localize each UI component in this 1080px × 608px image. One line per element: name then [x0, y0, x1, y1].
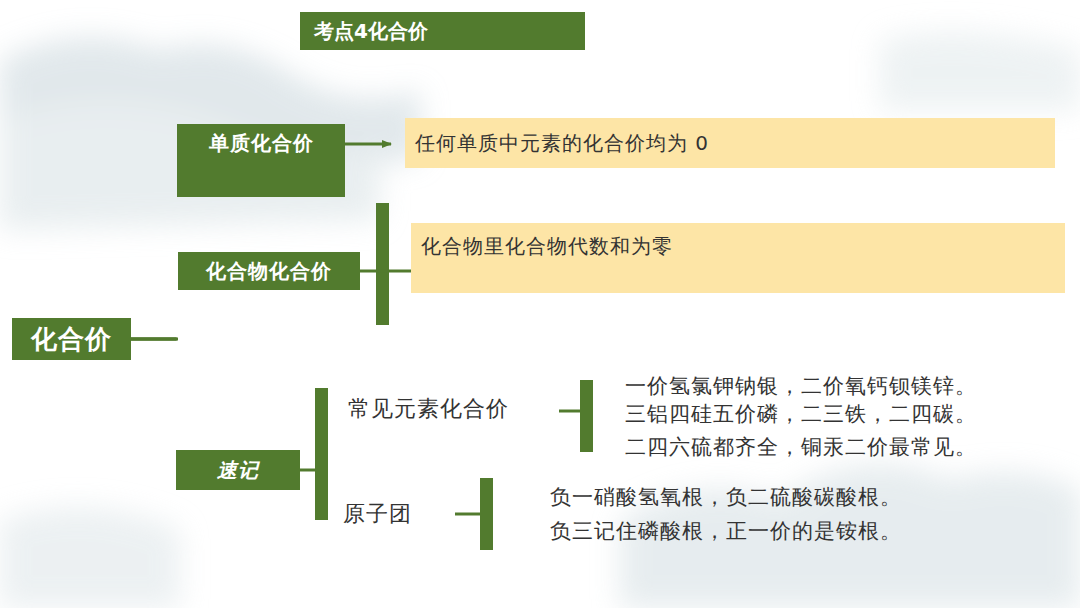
connector	[131, 338, 177, 341]
content-box: 任何单质中元素的化合价均为 0	[405, 118, 1055, 168]
section-label: 原子团	[343, 499, 412, 529]
branch-box: 速记	[176, 450, 300, 490]
rhyme-line: 负一硝酸氢氧根，负二硫酸碳酸根。	[550, 483, 902, 511]
branch-box: 单质化合价	[177, 124, 345, 197]
bracket-bar	[480, 478, 493, 550]
connector	[131, 338, 176, 341]
node-text: 化合物化合价	[206, 258, 332, 285]
node-text: 化合物里化合物代数和为零	[421, 233, 673, 260]
rhyme-line: 一价氢氯钾钠银，二价氧钙钡镁锌。	[625, 372, 977, 400]
rhyme-line: 二四六硫都齐全，铜汞二价最常见。	[625, 433, 977, 461]
connector	[360, 270, 411, 273]
bracket-bar	[315, 388, 328, 520]
content-box: 化合物里化合物代数和为零	[411, 223, 1065, 293]
connector	[131, 338, 178, 341]
section-label: 常见元素化合价	[348, 394, 509, 424]
node-text: 单质化合价	[209, 130, 314, 157]
title-banner: 考点4化合价	[300, 12, 585, 50]
bracket-line	[300, 469, 315, 472]
rhyme-line: 三铝四硅五价磷，二三铁，二四碳。	[625, 400, 977, 428]
node-text: 速记	[217, 457, 259, 484]
root-box: 化合价	[12, 318, 131, 360]
bracket-line	[559, 410, 580, 413]
branch-box: 化合物化合价	[178, 252, 360, 290]
bracket-line	[455, 513, 480, 516]
connector	[345, 143, 391, 146]
bracket-bar	[580, 380, 593, 452]
node-text: 任何单质中元素的化合价均为 0	[415, 130, 709, 157]
bracket-bar	[376, 203, 389, 325]
node-text: 化合价	[31, 322, 112, 357]
rhyme-line: 负三记住磷酸根，正一价的是铵根。	[550, 517, 902, 545]
